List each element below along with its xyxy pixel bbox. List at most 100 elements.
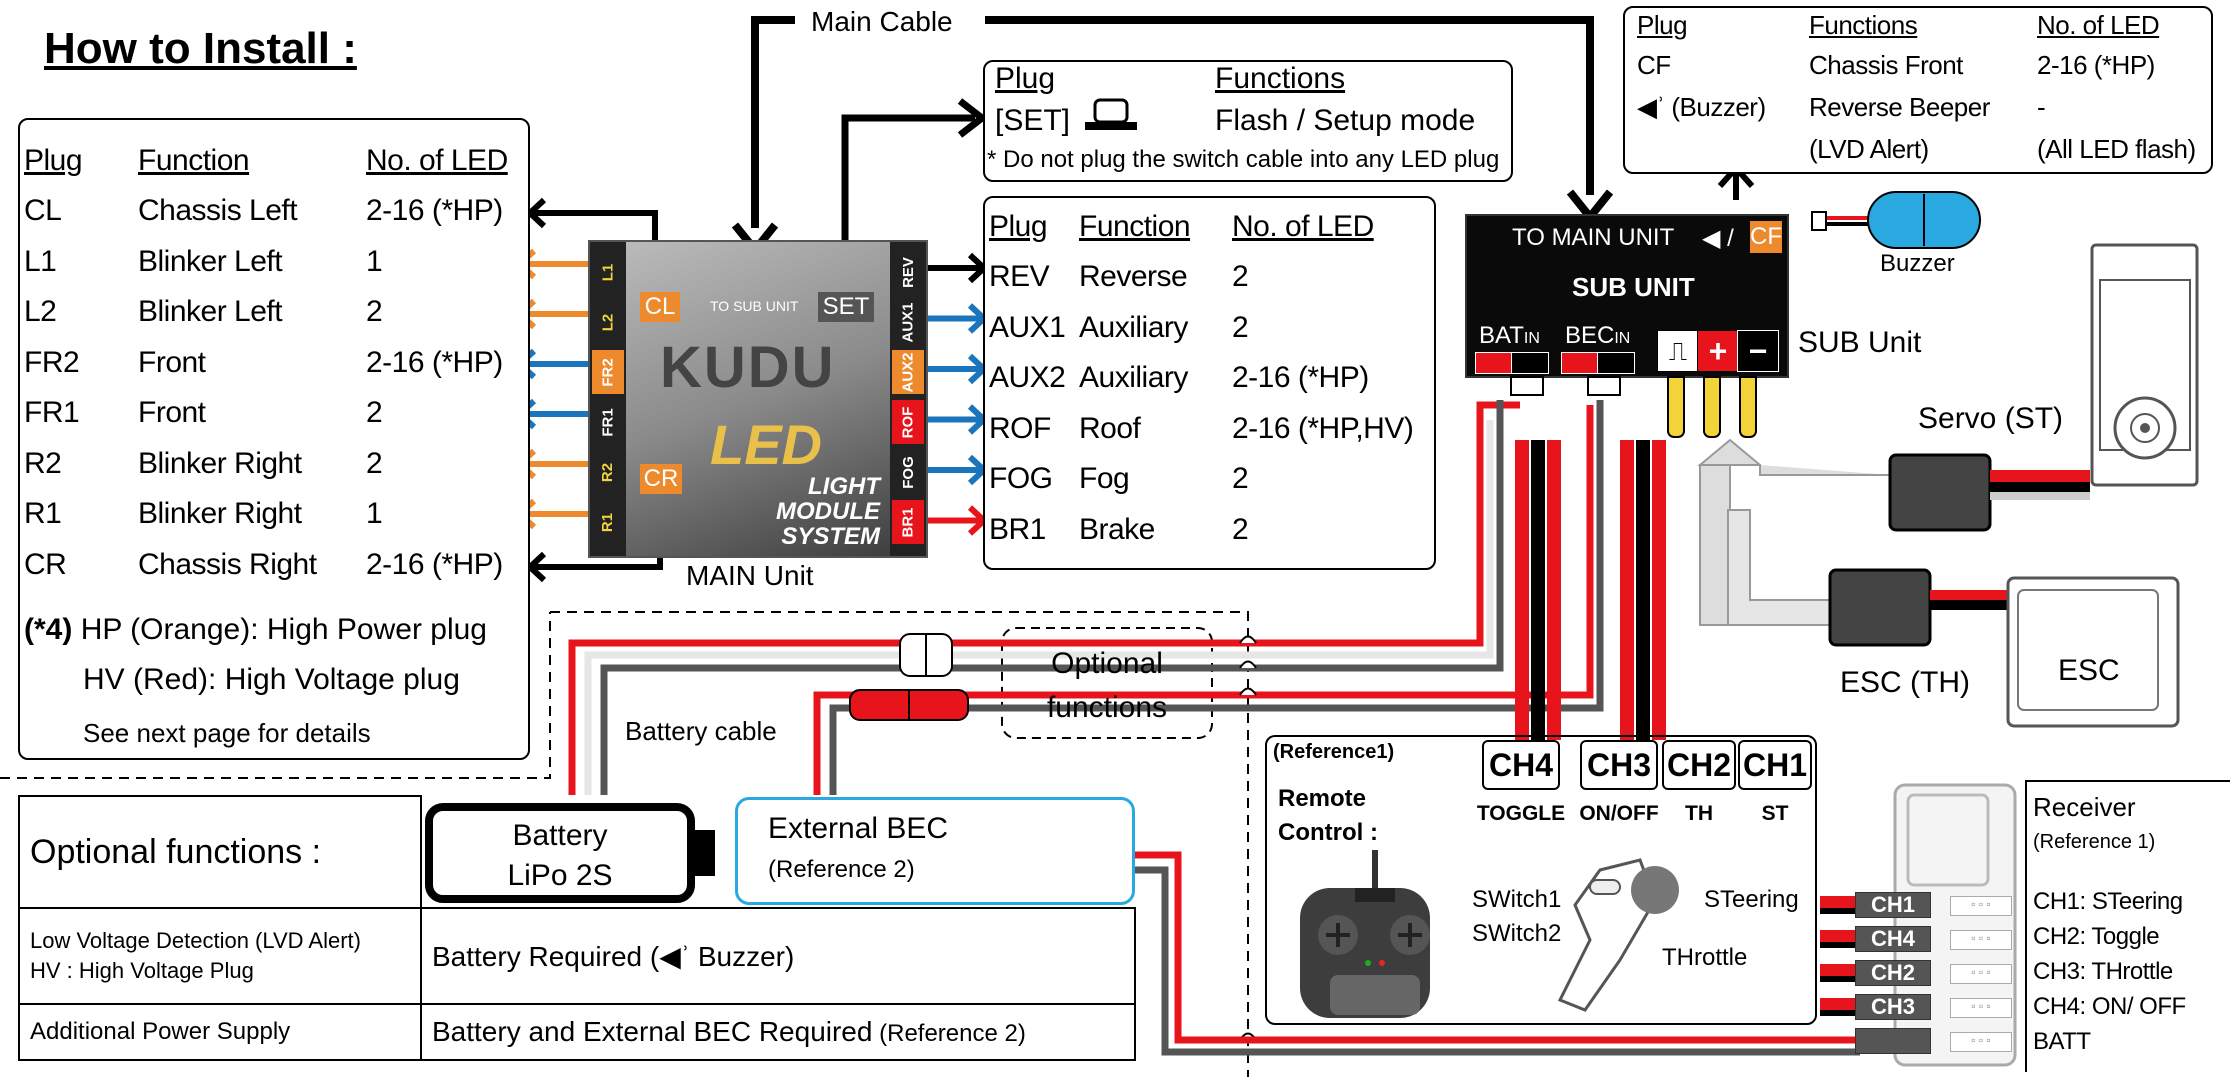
right-cell: FOG bbox=[989, 462, 1053, 495]
right-cell: 2-16 (*HP,HV) bbox=[1232, 411, 1414, 445]
right-cell: AUX2 bbox=[989, 361, 1066, 394]
main-port-r1: R1 bbox=[592, 500, 624, 544]
sub-unit: TO MAIN UNIT ◀ / CF SUB UNIT BATIN BECIN… bbox=[1465, 214, 1789, 378]
arrow-cl-tip-head bbox=[525, 197, 547, 229]
right-cell: REV bbox=[989, 260, 1050, 293]
left-cell: 2 bbox=[366, 446, 383, 480]
system-line: SYSTEM bbox=[781, 523, 880, 550]
cf-cell: 2-16 (*HP) bbox=[2037, 50, 2155, 80]
set-header-functions: Functions bbox=[1215, 62, 1346, 95]
left-plug-table bbox=[18, 118, 530, 760]
wire-red-lower bbox=[813, 405, 1594, 795]
left-cell: Front bbox=[138, 396, 206, 429]
right-header-1: Function bbox=[1079, 210, 1191, 243]
right-cell: Roof bbox=[1079, 411, 1141, 445]
right-plug-table bbox=[983, 196, 1436, 570]
right-cell: Auxiliary bbox=[1079, 361, 1188, 394]
remote-reference: (Reference1) bbox=[1273, 741, 1395, 763]
right-cell: Brake bbox=[1079, 512, 1155, 546]
wire-black-upper bbox=[600, 400, 1504, 795]
cf-header-1: Functions bbox=[1809, 10, 1918, 40]
left-cell: 1 bbox=[366, 497, 383, 530]
right-cell: Auxiliary bbox=[1079, 310, 1188, 344]
left-cell: Chassis Left bbox=[138, 194, 298, 227]
set-port: SET bbox=[818, 292, 874, 322]
main-cable-line bbox=[751, 16, 795, 228]
additional-power-option: Additional Power Supply bbox=[18, 1003, 422, 1061]
set-cable-arrow bbox=[957, 98, 988, 138]
system-line: MODULE bbox=[776, 498, 880, 525]
main-port-fog: FOG bbox=[892, 450, 924, 494]
wire-white-upper bbox=[584, 420, 1494, 795]
switch2-label: SWitch2 bbox=[1472, 920, 1562, 947]
cf-cell: CF bbox=[1637, 50, 1671, 80]
main-port-label: R1 bbox=[599, 512, 617, 532]
left-cell: Blinker Right bbox=[138, 446, 302, 480]
page-title: How to Install : bbox=[44, 24, 357, 73]
channel-cables bbox=[1515, 440, 1666, 740]
sub-cf-port: CF bbox=[1750, 221, 1782, 253]
left-cell: 2-16 (*HP) bbox=[366, 345, 503, 379]
switch1-label: SWitch1 bbox=[1472, 886, 1562, 913]
cf-cell: Reverse Beeper bbox=[1809, 92, 1990, 122]
cl-port: CL bbox=[640, 292, 680, 322]
steering-label: STeering bbox=[1704, 886, 1799, 913]
left-cell: 2 bbox=[366, 396, 383, 429]
left-header-2: No. of LED bbox=[366, 144, 508, 177]
main-unit-label: MAIN Unit bbox=[686, 560, 814, 591]
right-header-0: Plug bbox=[989, 210, 1048, 243]
remote-label: Remote Control : bbox=[1278, 785, 1378, 846]
main-port-label: AUX2 bbox=[899, 351, 917, 393]
options-heading: Optional functions : bbox=[18, 795, 422, 909]
remote-control-box bbox=[1265, 735, 1817, 1025]
left-cell: R2 bbox=[24, 446, 62, 480]
arrow-cl bbox=[535, 210, 658, 240]
receiver-pin: ▫ ▫ ▫ bbox=[1950, 1032, 2012, 1052]
receiver-port: CH2 bbox=[1855, 960, 1931, 986]
receiver-legend-item: CH2: Toggle bbox=[2033, 923, 2160, 950]
cf-cell: (LVD Alert) bbox=[1809, 134, 1929, 164]
bec-wire-black bbox=[1135, 866, 1860, 1056]
set-note: * Do not plug the switch cable into any … bbox=[987, 146, 1500, 173]
set-function: Flash / Setup mode bbox=[1215, 104, 1476, 137]
left-cell: 1 bbox=[366, 244, 383, 278]
left-cell: Blinker Left bbox=[138, 295, 283, 328]
set-plug: [SET] bbox=[995, 104, 1071, 137]
receiver-title: Receiver bbox=[2033, 792, 2136, 822]
right-cell: Fog bbox=[1079, 462, 1130, 495]
bec-wire-red bbox=[1135, 851, 1860, 1044]
set-switch-box bbox=[983, 60, 1513, 182]
speaker-icon: ◀ʾ bbox=[1637, 92, 1672, 122]
cf-cell: ◀ʾ (Buzzer) bbox=[1637, 94, 1766, 120]
left-cell: CL bbox=[24, 194, 62, 227]
right-cell: AUX1 bbox=[989, 310, 1066, 344]
cf-cell: (All LED flash) bbox=[2037, 134, 2196, 164]
cf-cell: Chassis Front bbox=[1809, 50, 1963, 80]
left-cell: R1 bbox=[24, 497, 62, 530]
channel-sub-ch1: ST bbox=[1761, 802, 1789, 825]
to-sub-unit-text: TO SUB UNIT bbox=[710, 298, 799, 314]
receiver-legend-item: BATT bbox=[2033, 1028, 2091, 1055]
buzzer-label: Buzzer bbox=[1880, 250, 1955, 277]
receiver-port: CH4 bbox=[1855, 926, 1931, 952]
buzzer-graphic bbox=[1811, 191, 1981, 249]
receiver-legend-item: CH3: THrottle bbox=[2033, 958, 2173, 985]
esc-graphic bbox=[1828, 568, 2180, 728]
main-port-r2: R2 bbox=[592, 450, 624, 494]
additional-power-requirement: Battery and External BEC Required (Refer… bbox=[420, 1003, 1136, 1061]
main-port-l2: L2 bbox=[592, 300, 624, 344]
cf-plug-box bbox=[1623, 6, 2213, 174]
main-port-label: L2 bbox=[599, 313, 617, 331]
right-cell: 2 bbox=[1232, 462, 1249, 495]
main-port-label: ROF bbox=[899, 406, 917, 438]
receiver-pin: ▫ ▫ ▫ bbox=[1950, 930, 2012, 950]
receiver-legend-item: CH4: ON/ OFF bbox=[2033, 993, 2186, 1020]
sub-unit-title: SUB UNIT bbox=[1572, 272, 1695, 302]
plus-port: + bbox=[1697, 330, 1739, 372]
channel-sub-ch4: TOGGLE bbox=[1476, 802, 1566, 825]
left-cell: FR1 bbox=[24, 396, 80, 429]
receiver-legend-item: CH1: STeering bbox=[2033, 888, 2183, 915]
main-port-label: FR2 bbox=[599, 357, 617, 387]
